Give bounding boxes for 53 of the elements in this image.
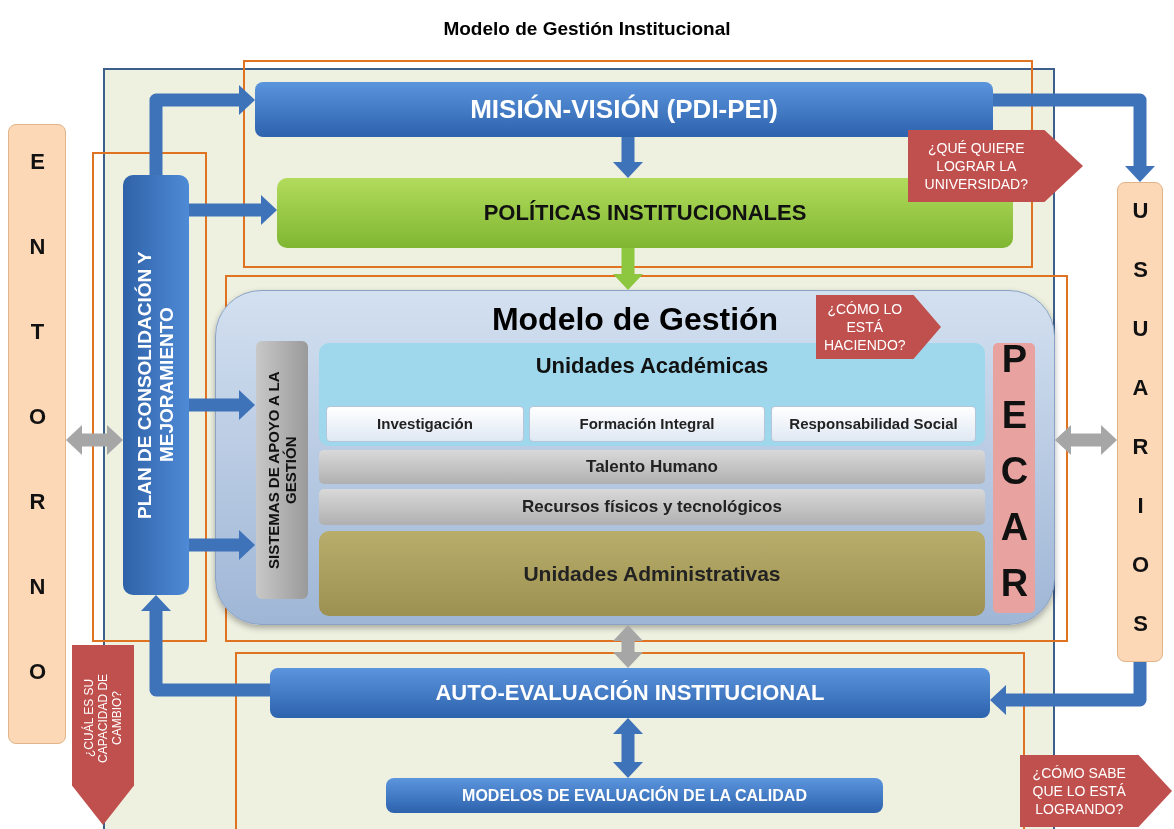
side-bar (8, 124, 66, 744)
bar-label: MODELOS DE EVALUACIÓN DE LA CALIDAD (462, 786, 807, 805)
item-label: Formación Integral (579, 415, 715, 433)
question-callout (908, 130, 1083, 202)
bar-label: Recursos físicos y tecnológicos (522, 497, 782, 517)
double-arrow (613, 718, 643, 778)
bar-label: USUARIOS (1127, 198, 1153, 670)
arrow (990, 662, 1147, 715)
callout-text: ¿CÓMO SABE QUE LO ESTÁ LOGRANDO? (1031, 763, 1127, 819)
arrow (149, 85, 255, 175)
bar-label: MISIÓN-VISIÓN (PDI-PEI) (470, 94, 778, 125)
question-callout (816, 295, 941, 359)
item-label: Responsabilidad Social (789, 415, 958, 433)
bar-label: Talento Humano (586, 457, 718, 477)
item-label: Investigación (377, 415, 473, 433)
support-bar (256, 341, 308, 599)
bar-label: SISTEMAS DE APOYO A LA GESTIÓN (265, 370, 299, 571)
process-bar (270, 668, 990, 718)
model-panel (215, 290, 1055, 625)
callout-text: ¿CUÁL ES SU CAPACIDAD DE CAMBIO? (82, 672, 124, 765)
process-bar (386, 778, 883, 813)
arrow (613, 137, 643, 178)
arrow (993, 93, 1155, 182)
panel-title: Modelo de Gestión (491, 301, 779, 338)
side-bar (1117, 182, 1163, 662)
arrow (189, 195, 277, 225)
item-box (529, 406, 765, 442)
item-box (326, 406, 524, 442)
question-callout (72, 645, 134, 825)
arrow (613, 248, 643, 290)
unit-bar (319, 531, 985, 616)
callout-text: ¿CÓMO LO ESTÁ HACIENDO? (822, 299, 907, 355)
double-arrow (66, 425, 123, 455)
bar-label: AUTO-EVALUACIÓN INSTITUCIONAL (435, 680, 825, 706)
double-arrow (613, 625, 643, 668)
bar-label: PLAN DE CONSOLIDACIÓN Y MEJORAMIENTO (134, 250, 178, 521)
diagram-title: Modelo de Gestión Institucional (442, 18, 732, 40)
process-bar (123, 175, 189, 595)
bar-label: ENTORNO (24, 148, 50, 744)
question-callout (1020, 755, 1172, 827)
bar-label: PECAR (992, 338, 1036, 618)
process-bar (255, 82, 993, 137)
layer-bar (319, 450, 985, 484)
panel-title: Unidades Académicas (535, 353, 769, 379)
layer-bar (319, 489, 985, 525)
item-box (771, 406, 976, 442)
bar-label: POLÍTICAS INSTITUCIONALES (483, 200, 807, 226)
callout-text: ¿QUÉ QUIERE LOGRAR LA UNIVERSIDAD? (923, 138, 1029, 194)
bar-label: Unidades Administrativas (523, 561, 781, 586)
arrow (141, 595, 270, 697)
arrow (189, 390, 255, 420)
arrow (189, 530, 255, 560)
double-arrow (1055, 425, 1117, 455)
